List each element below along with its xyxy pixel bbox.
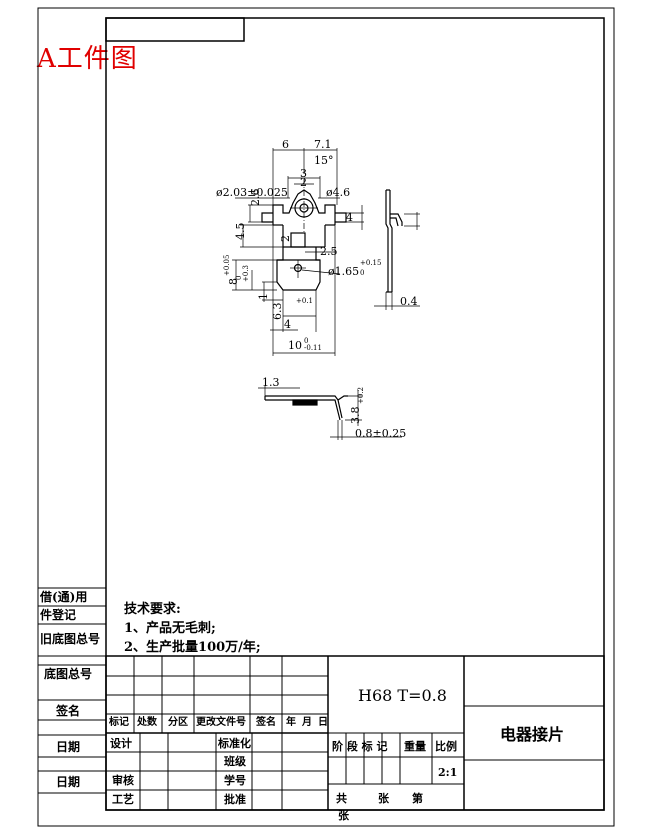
dim-6: 6 bbox=[282, 138, 289, 151]
dim-1: 1 bbox=[257, 293, 270, 300]
label-approve: 批准 bbox=[224, 793, 246, 806]
label-total: 共 bbox=[336, 792, 347, 805]
dim-tol-015: +0.15 bbox=[360, 259, 382, 267]
dim-4: 4 bbox=[346, 211, 353, 224]
dim-tol-011: -0.11 bbox=[304, 344, 322, 352]
dim-0-8: 0.8±0.25 bbox=[355, 427, 407, 440]
dim-0-4: 0.4 bbox=[400, 295, 418, 308]
label-process: 工艺 bbox=[112, 793, 134, 806]
rev-count: 处数 bbox=[137, 717, 157, 728]
dim-2b: 2 bbox=[279, 235, 292, 242]
code-box bbox=[105, 17, 245, 42]
front-dimensions bbox=[232, 148, 364, 356]
label-sheet-2: 张 bbox=[338, 809, 349, 822]
dim-tol-38: +0.2 bbox=[357, 387, 365, 404]
dim-dia-2-03: ø2.03±0.025 bbox=[216, 186, 288, 199]
dim-3-8: 3.8 bbox=[349, 406, 362, 425]
dim-2-5: 2.5 bbox=[320, 245, 338, 258]
dim-tol-005: +0.05 bbox=[223, 254, 231, 276]
label-review: 审核 bbox=[112, 774, 134, 787]
notes-item-2: 2、生产批量100万/年; bbox=[124, 640, 261, 655]
dim-3: 3 bbox=[300, 167, 307, 180]
rev-mark: 标记 bbox=[109, 717, 129, 728]
label-student-no: 学号 bbox=[224, 774, 246, 787]
label-design: 设计 bbox=[110, 737, 132, 750]
dim-1-3: 1.3 bbox=[262, 376, 280, 389]
dim-dia-4-6: ø4.6 bbox=[326, 186, 351, 199]
label-no: 第 bbox=[412, 792, 423, 805]
dim-dia-1-65: ø1.65 bbox=[328, 265, 360, 278]
label-sheet: 张 bbox=[378, 792, 389, 805]
rev-sign: 签名 bbox=[256, 717, 276, 728]
label-date-2: 日期 bbox=[56, 775, 81, 789]
label-standard: 标准化 bbox=[218, 737, 251, 750]
label-weight: 重量 bbox=[404, 740, 426, 753]
label-class: 班级 bbox=[224, 755, 246, 768]
rev-zone: 分区 bbox=[168, 717, 188, 728]
label-stage: 阶 段 标 记 bbox=[332, 740, 388, 753]
dim-6-3: 6.3 bbox=[271, 302, 284, 321]
outer-border bbox=[37, 7, 615, 827]
page-title: A工件图 bbox=[37, 44, 138, 74]
dim-4b: 4 bbox=[284, 318, 291, 331]
dim-7-1: 7.1 bbox=[314, 138, 332, 151]
dim-tol-03: +0.3 bbox=[242, 265, 250, 282]
label-reg: 件登记 bbox=[40, 608, 77, 622]
scale-value: 2:1 bbox=[438, 766, 458, 779]
label-scale: 比例 bbox=[435, 740, 457, 753]
dim-4-5: 4.5 bbox=[234, 222, 247, 241]
label-date-1: 日期 bbox=[56, 740, 81, 754]
notes-item-1: 1、产品无毛刺; bbox=[124, 621, 216, 636]
rev-month: 月 bbox=[302, 717, 312, 728]
side-view bbox=[385, 189, 403, 293]
dim-10: 10 bbox=[288, 339, 302, 352]
label-base-drawing: 底图总号 bbox=[44, 667, 93, 681]
dim-angle: 15° bbox=[314, 154, 334, 167]
dim-2: 2 bbox=[300, 176, 307, 189]
front-view bbox=[261, 168, 347, 291]
rev-doc: 更改文件号 bbox=[196, 717, 246, 728]
dim-tol-10-upper: 0 bbox=[304, 337, 309, 345]
section-view bbox=[264, 395, 348, 421]
dim-tol-01: +0.1 bbox=[296, 297, 313, 305]
label-old-drawing: 旧底图总号 bbox=[40, 632, 101, 646]
material-spec: H68 T=0.8 bbox=[358, 686, 447, 705]
notes-heading: 技术要求: bbox=[124, 602, 181, 617]
part-name: 电器接片 bbox=[500, 725, 565, 744]
dim-tol-0b: 0 bbox=[360, 269, 365, 277]
dim-2-6: 2.6 bbox=[249, 188, 262, 207]
label-sign: 签名 bbox=[56, 704, 81, 718]
rev-year: 年 bbox=[286, 717, 296, 728]
label-borrow: 借(通)用 bbox=[40, 590, 88, 604]
rev-day: 日 bbox=[318, 717, 328, 728]
